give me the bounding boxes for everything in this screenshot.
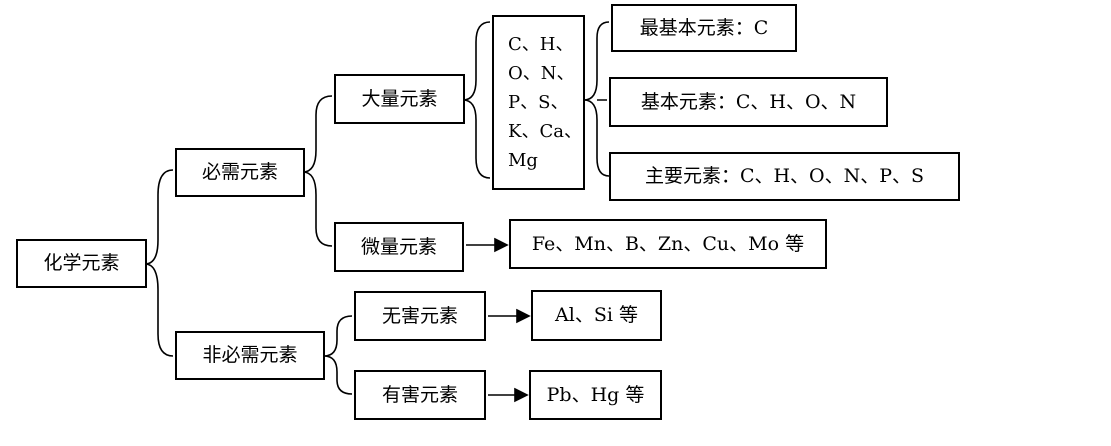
trace-label: 微量元素 xyxy=(360,235,437,258)
most-basic-label: 最基本元素：C xyxy=(639,16,769,39)
basic-box: 基本元素：C、H、O、N xyxy=(609,77,888,127)
essential-label: 必需元素 xyxy=(201,161,278,183)
main-box: 主要元素：C、H、O、N、P、S xyxy=(609,152,960,201)
harmful-examples-label: Pb、Hg 等 xyxy=(546,383,645,406)
essential-box: 必需元素 xyxy=(175,148,305,197)
harmless-examples-label: Al、Si 等 xyxy=(555,304,638,326)
harmful-examples-box: Pb、Hg 等 xyxy=(529,370,662,420)
major-box: 大量元素 xyxy=(334,74,465,124)
major-label: 大量元素 xyxy=(361,87,438,110)
non-essential-label: 非必需元素 xyxy=(202,344,298,366)
basic-label: 基本元素：C、H、O、N xyxy=(640,90,857,113)
major-list-line-3: P、S、 xyxy=(508,92,569,113)
arrow-harmless-head xyxy=(516,308,531,324)
harmless-label: 无害元素 xyxy=(381,304,458,327)
major-list-line-1: C、H、 xyxy=(508,34,574,55)
root-label: 化学元素 xyxy=(43,252,120,274)
brace-non-essential xyxy=(323,315,353,395)
brace-categories xyxy=(583,21,610,177)
harmful-box: 有害元素 xyxy=(354,370,486,420)
trace-examples-box: Fe、Mn、B、Zn、Cu、Mo 等 xyxy=(509,219,827,269)
trace-examples-label: Fe、Mn、B、Zn、Cu、Mo 等 xyxy=(531,232,805,255)
trace-box: 微量元素 xyxy=(334,222,464,272)
harmless-examples-box: Al、Si 等 xyxy=(531,290,662,341)
major-list-line-2: O、N、 xyxy=(508,63,575,84)
major-element-list: C、H、 O、N、 P、S、 K、Ca、 Mg xyxy=(492,15,585,190)
non-essential-box: 非必需元素 xyxy=(175,331,325,380)
brace-major xyxy=(462,21,491,179)
root-box: 化学元素 xyxy=(16,239,147,288)
harmful-label: 有害元素 xyxy=(381,383,458,406)
most-basic-box: 最基本元素：C xyxy=(611,4,797,52)
major-list-line-4: K、Ca、 xyxy=(508,121,582,142)
harmless-box: 无害元素 xyxy=(354,291,486,341)
brace-root xyxy=(144,169,174,357)
arrow-harmful-head xyxy=(514,387,529,403)
main-label: 主要元素：C、H、O、N、P、S xyxy=(644,165,925,187)
arrow-trace-head xyxy=(494,237,509,253)
brace-essential xyxy=(302,95,333,247)
major-list-line-5: Mg xyxy=(508,150,538,171)
